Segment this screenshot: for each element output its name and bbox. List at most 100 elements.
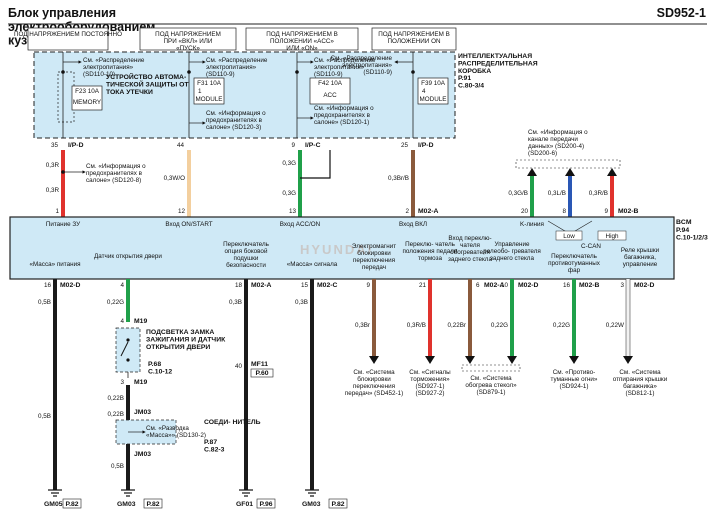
lower-wires: 16 M02-D 4 18 M02-A 15 M02-C 9 21 6 M02-… (38, 279, 654, 490)
lower-pin-0: 16 (44, 282, 52, 289)
ground-icon (305, 489, 319, 497)
arrow-down-icon (369, 356, 379, 364)
lower-conn-4: M02-D (518, 282, 538, 289)
lower-color-7: 0,22G (491, 322, 508, 329)
lower-pin-6: 6 (476, 282, 480, 289)
lower-color-9: 0,22W (606, 322, 624, 329)
m19-bottom: M19 (134, 379, 147, 386)
can-pin-9: 9 (604, 208, 608, 215)
lower-color-2: 0,3B (229, 299, 242, 306)
conn-ipd-2: I/P-D (418, 142, 434, 149)
bottom-ref-3: См. «Противо-туманные огни»(SD924-1) (551, 369, 598, 390)
lower-pin-7: 10 (501, 282, 509, 289)
can-color-3: 0,3R/B (589, 190, 608, 197)
fuse-f31: F31 10A (197, 80, 222, 87)
switch-icon (120, 338, 130, 362)
dot-junction-icon (61, 70, 65, 74)
wire-color-2: 0,3R (46, 187, 60, 194)
arrow-down-icon (425, 356, 435, 364)
lower-conn-1: M02-A (251, 282, 271, 289)
can-high: High (606, 233, 619, 240)
m19-pin-3: 3 (120, 379, 124, 386)
lower-conn-5: M02-B (579, 282, 599, 289)
mf11-connector: 40 MF11 P.60 (235, 361, 274, 378)
mf11-conn: MF11 (251, 361, 268, 368)
conn-m02b-top: M02-B (618, 208, 638, 215)
bcm-pin-1: 1 (55, 208, 59, 215)
grounds: GM05 P.82 GM03 P.82 GF01 P.96 GM03 P.82 (44, 489, 348, 509)
can-color-2: 0,3L/B (548, 190, 566, 197)
lower-pin-2: 18 (235, 282, 243, 289)
module-num-4: 4 (422, 88, 426, 95)
m19-pin-4: 4 (120, 318, 124, 325)
can-label: C-CAN (581, 243, 601, 250)
fuse-f39: F39 10A (421, 80, 446, 87)
lower-color-13: 0,5B (38, 413, 51, 420)
lower-pin-4: 9 (366, 282, 370, 289)
mf11-ref: P.60 (255, 370, 268, 377)
bcm-pin-12: 12 (178, 208, 186, 215)
lower-conn-0: M02-D (60, 282, 80, 289)
can-color-1: 0,3G/B (508, 190, 528, 197)
arrow-up-icon (607, 168, 617, 176)
conn-ipc: I/P-C (305, 142, 321, 149)
ground-ref-2: P.96 (259, 501, 272, 508)
arrow-down-icon (569, 356, 579, 364)
joint-side-ref: См. «Разводка«Масса»» (SD130-2) (146, 425, 206, 439)
bcm-top-label-3: Вход ВКЛ (399, 221, 427, 228)
lower-pin-3: 15 (301, 282, 309, 289)
module-4: MODULE (420, 96, 447, 103)
wire-color-1: 0,3R (46, 162, 60, 169)
conn-ipd-1: I/P-D (68, 142, 84, 149)
lower-pin-8: 16 (563, 282, 571, 289)
lower-conn-6: M02-D (634, 282, 654, 289)
bcm-top-label-0: Питание ЗУ (46, 221, 81, 228)
lower-color-4: 0,3Br (355, 322, 370, 329)
ground-icon (121, 489, 135, 497)
fuse-f42: F42 10A (318, 80, 343, 87)
ground-ref-0: P.82 (65, 501, 78, 508)
arrow-up-icon (527, 168, 537, 176)
ground-ref-1: P.82 (146, 501, 159, 508)
m19-top: M19 (134, 318, 147, 325)
supply-headers: ПОД НАПРЯЖЕНИЕМ ПОСТОЯННО ПОД НАПРЯЖЕНИЕ… (14, 27, 457, 52)
dot-junction-icon (295, 70, 299, 74)
module-1: MODULE (196, 96, 223, 103)
lower-color-3: 0,3B (295, 299, 308, 306)
lower-conn-3: M02-A (484, 282, 504, 289)
lower-color-5: 0,3R/B (407, 322, 426, 329)
lower-color-1: 0,22G (107, 299, 124, 306)
lower-color-0: 0,5B (38, 299, 51, 306)
ground-icon (239, 489, 253, 497)
bcm-bottom-label-0: «Масса» питания (29, 261, 80, 268)
can-pin-20: 20 (521, 208, 529, 215)
fuse-f23: F23 10A (75, 88, 100, 95)
lower-pin-5: 21 (419, 282, 427, 289)
module-memory: MEMORY (73, 99, 102, 106)
bcm-name: BCM (676, 219, 692, 226)
mf11-pin: 40 (235, 363, 243, 370)
module-acc: ACC (323, 92, 337, 99)
wire-color-6: 0,3Br/B (388, 175, 409, 182)
pin-35: 35 (51, 142, 59, 149)
